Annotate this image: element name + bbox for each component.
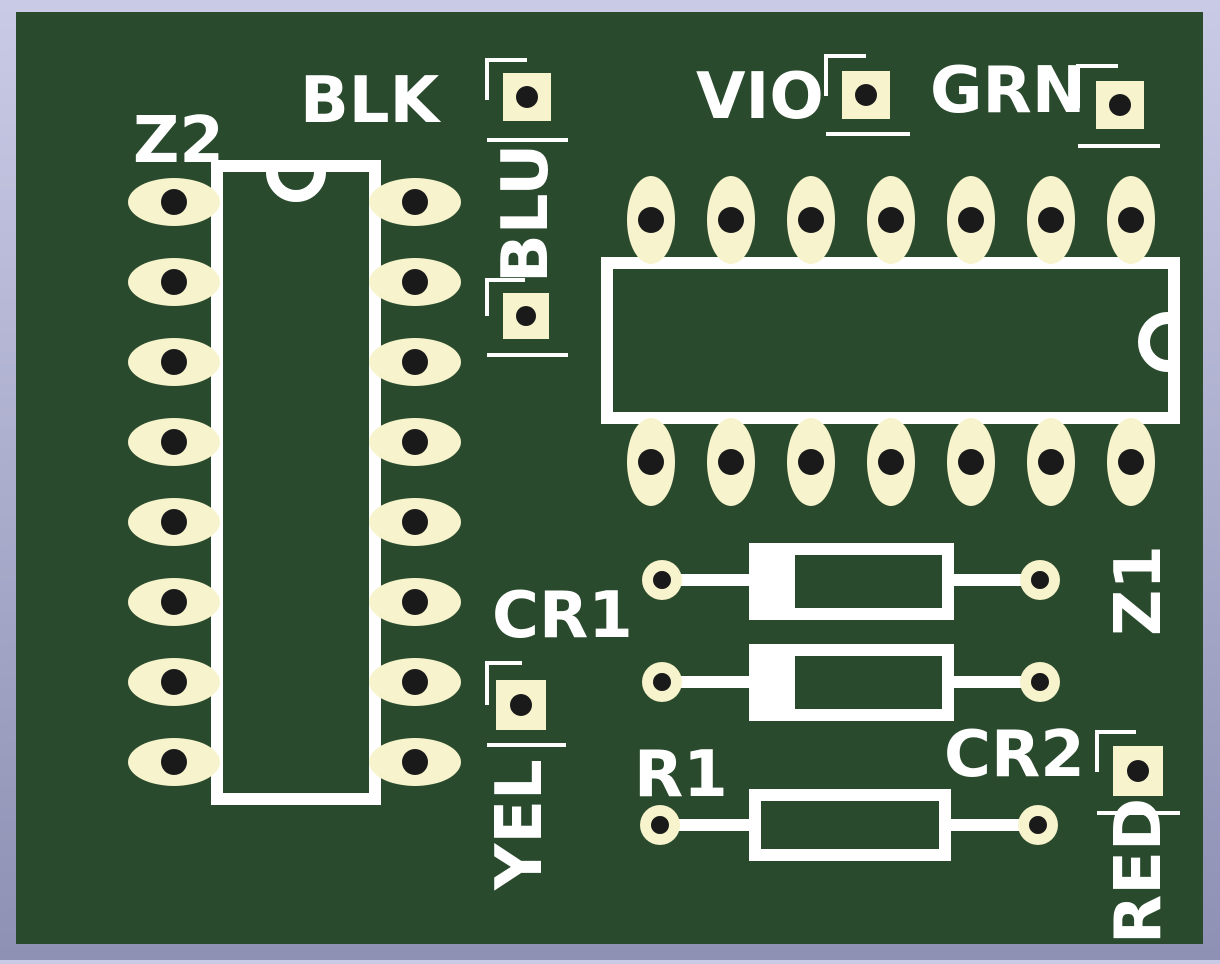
z2-pad (369, 578, 461, 626)
connector-yel-pad (485, 661, 566, 747)
z2-pad (369, 658, 461, 706)
z1-pad (1107, 418, 1155, 506)
z2-pads (128, 178, 461, 786)
z1-pad (947, 418, 995, 506)
component-r1 (640, 789, 1058, 861)
z2-pad (128, 338, 220, 386)
component-cr2 (642, 644, 1060, 721)
z1-pad (867, 176, 915, 264)
z1-pad (627, 176, 675, 264)
label-cr1: CR1 (492, 579, 633, 653)
connector-vio-pad (824, 54, 910, 136)
z2-pad (369, 258, 461, 306)
label-blk: BLK (300, 64, 442, 138)
z1-pad (707, 418, 755, 506)
component-cr1 (642, 543, 1060, 620)
z2-pad (128, 258, 220, 306)
z2-pad (369, 178, 461, 226)
connector-grn-pad (1076, 64, 1160, 148)
label-red: RED (1102, 798, 1176, 944)
z2-pad (128, 738, 220, 786)
z1-pad (787, 418, 835, 506)
z2-pad (369, 498, 461, 546)
z2-pad (369, 418, 461, 466)
z2-pad (128, 418, 220, 466)
component-z2 (211, 160, 381, 805)
z1-pad (867, 418, 915, 506)
z1-pad (707, 176, 755, 264)
connector-blu-pad (485, 278, 568, 357)
label-grn: GRN (930, 54, 1085, 128)
label-z1: Z1 (1102, 545, 1176, 636)
label-yel: YEL (483, 759, 557, 891)
z1-pad (1027, 418, 1075, 506)
connector-red-pad (1095, 730, 1180, 815)
z2-pad (128, 498, 220, 546)
label-blu: BLU (489, 144, 563, 283)
label-r1: R1 (634, 738, 728, 812)
z2-pad (369, 738, 461, 786)
z2-pad (128, 578, 220, 626)
z1-pads (627, 176, 1155, 506)
z2-pad (369, 338, 461, 386)
z2-pad (128, 658, 220, 706)
connector-blk-pad (485, 58, 568, 142)
z1-pad (947, 176, 995, 264)
label-vio: VIO (696, 60, 824, 134)
z1-pad (627, 418, 675, 506)
z1-pad (1027, 176, 1075, 264)
z1-pad (787, 176, 835, 264)
label-cr2: CR2 (944, 718, 1085, 792)
z2-pad (128, 178, 220, 226)
z1-pad (1107, 176, 1155, 264)
label-z2: Z2 (133, 104, 224, 178)
